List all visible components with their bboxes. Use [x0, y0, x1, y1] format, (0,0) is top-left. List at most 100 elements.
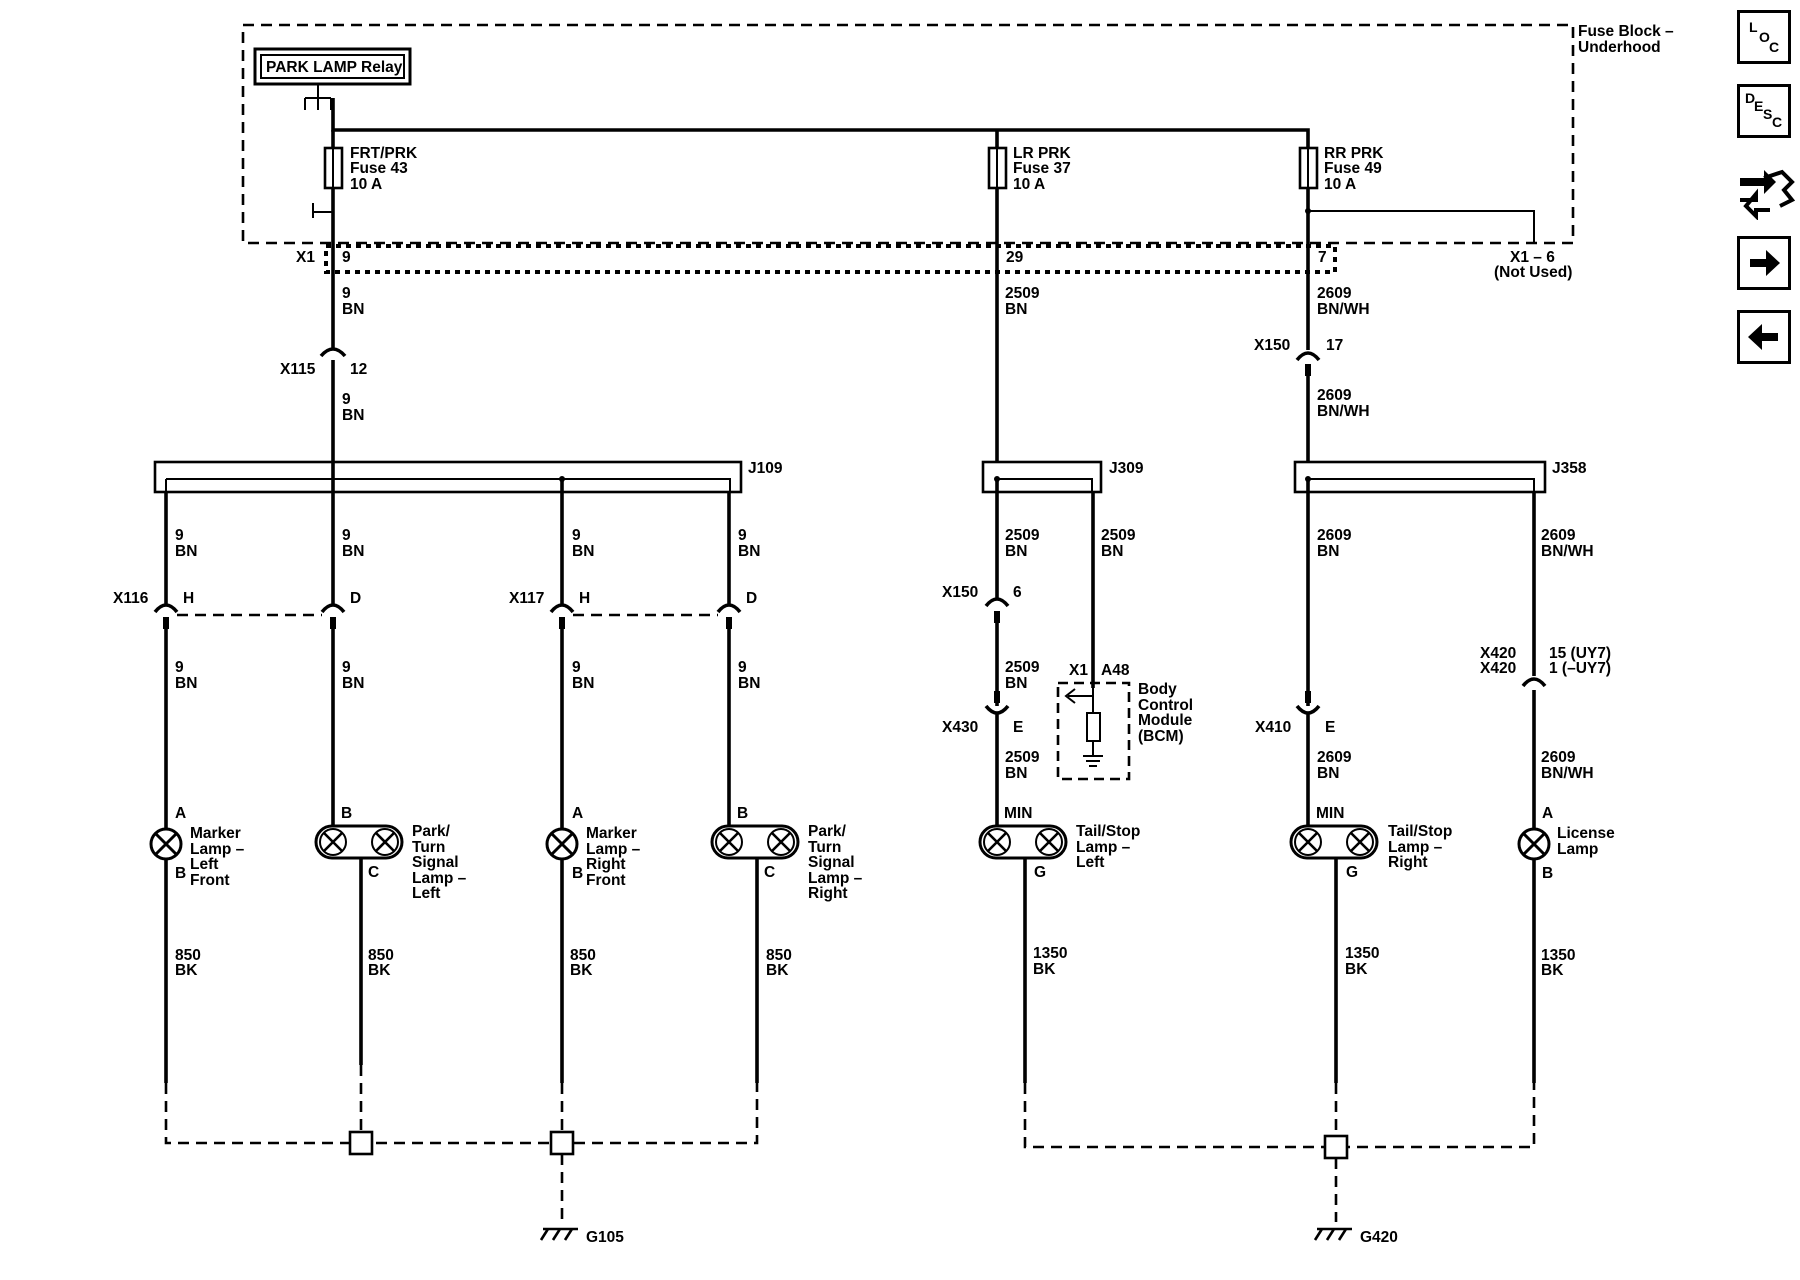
bcm-name-4: (BCM): [1138, 728, 1184, 745]
ml-name-1: Marker: [190, 825, 241, 842]
pl-name-2: Turn: [412, 839, 445, 856]
fuse-43-name: FRT/PRK: [350, 145, 418, 162]
x115-pin: 12: [350, 361, 367, 378]
g2-circuit: 850: [368, 947, 394, 964]
x410-pin: E: [1325, 719, 1335, 736]
wire-9-circuit-label-2: 9: [342, 391, 351, 408]
j109-label: J109: [748, 460, 783, 477]
b3-circuit: 9: [572, 527, 581, 544]
g4-color: BK: [766, 962, 789, 979]
desc-icon-letter-3: S: [1763, 106, 1772, 122]
fuse-block-label-2: Underhood: [1578, 39, 1661, 56]
x150-top-label: X150: [1254, 337, 1290, 354]
bcm-box: [1056, 681, 1131, 781]
x150-mid-label: X150: [942, 584, 978, 601]
b3-color: BN: [572, 543, 594, 560]
x1-6-not-used-wire: [1308, 210, 1535, 243]
mr-name-2: Lamp –: [586, 841, 641, 858]
pr-pin-c: C: [764, 864, 775, 881]
ml-name-3: Left: [190, 856, 218, 873]
lf4-color: BN: [738, 675, 760, 692]
w2609-lic-color: BN/WH: [1541, 765, 1594, 782]
x1-6-label: X1 – 6: [1510, 249, 1555, 266]
x117-label: X117: [509, 590, 544, 607]
w1350-l-color: BK: [1033, 961, 1056, 978]
ml-pin-b: B: [175, 865, 186, 882]
desc-button[interactable]: D E S C: [1737, 84, 1791, 138]
tail-stop-lamp-right: [1289, 824, 1379, 860]
tl-pin-min: MIN: [1004, 805, 1032, 822]
wire-1350-right: [1334, 858, 1536, 1083]
mr-pin-a: A: [572, 805, 583, 822]
x1-pin-29: 29: [1006, 249, 1024, 266]
g420-label: G420: [1360, 1229, 1398, 1246]
marker-lamp-right-front: [545, 827, 579, 861]
b2-color: BN: [342, 543, 364, 560]
g105-label: G105: [586, 1229, 624, 1246]
w1350-l-circuit: 1350: [1033, 945, 1067, 962]
pr-pin-b: B: [737, 805, 748, 822]
j309-b2-circuit: 2509: [1101, 527, 1136, 544]
wire-9-color-label: BN: [342, 301, 364, 318]
x420-label-2: X420: [1480, 660, 1516, 677]
lf1-circuit: 9: [175, 659, 184, 676]
pr-name-3: Signal: [808, 854, 855, 871]
x420-connector: [1521, 677, 1547, 688]
fuse-bus: [331, 98, 1310, 148]
w2609-color: BN/WH: [1317, 301, 1370, 318]
g420-ground-symbol: [1313, 1227, 1352, 1241]
desc-icon-letter-2: E: [1754, 98, 1763, 114]
fuse-43-number: Fuse 43: [350, 160, 408, 177]
fuse-49-name: RR PRK: [1324, 145, 1384, 162]
connector-views-button[interactable]: [1734, 160, 1796, 221]
pr-name-1: Park/: [808, 823, 847, 840]
relay-contact: [304, 84, 332, 110]
x410-label: X410: [1255, 719, 1291, 736]
ground-splice-2: [549, 1130, 575, 1156]
loc-icon-letter-1: L: [1749, 19, 1758, 35]
loc-icon: L O C: [1749, 19, 1779, 55]
w2509-mid-circuit: 2509: [1005, 659, 1040, 676]
prev-arrow-icon: [1748, 324, 1778, 350]
w2609-2-color: BN/WH: [1317, 403, 1370, 420]
w1350-lic-color: BK: [1541, 962, 1564, 979]
w2609-circuit: 2609: [1317, 285, 1352, 302]
j358-b1-color: BN: [1317, 543, 1339, 560]
x116-x117-connectors: [153, 603, 742, 614]
x420-label-1: X420: [1480, 645, 1516, 662]
lf1-color: BN: [175, 675, 197, 692]
x115-label: X115: [280, 361, 316, 378]
mr-pin-b: B: [572, 865, 583, 882]
lf3-circuit: 9: [572, 659, 581, 676]
j358-label: J358: [1552, 460, 1587, 477]
tr-name-1: Tail/Stop: [1388, 823, 1452, 840]
fuse-37-name: LR PRK: [1013, 145, 1072, 162]
j309-b2-color: BN: [1101, 543, 1123, 560]
desc-icon-letter-1: D: [1745, 90, 1755, 106]
j109-wire-labels: 9 BN 9 BN 9 BN 9 BN: [175, 527, 760, 560]
tl-name-1: Tail/Stop: [1076, 823, 1140, 840]
mr-name-3: Right: [586, 856, 626, 873]
w2609-2-circuit: 2609: [1317, 387, 1352, 404]
loc-button[interactable]: L O C: [1737, 10, 1791, 64]
next-page-button[interactable]: [1737, 236, 1791, 290]
marker-lamp-left-front: [149, 827, 183, 861]
tail-stop-lamp-left: [978, 824, 1068, 860]
pr-name-5: Right: [808, 885, 848, 902]
lic-pin-a: A: [1542, 805, 1553, 822]
pl-name-4: Lamp –: [412, 870, 467, 887]
ground-wire-labels-left: 850 BK 850 BK 850 BK 850 BK: [175, 947, 792, 979]
x1-6-note: (Not Used): [1494, 264, 1572, 281]
previous-page-button[interactable]: [1737, 310, 1791, 364]
bcm-input: [1064, 688, 1094, 713]
x410-connector: [1295, 704, 1321, 715]
w2509-low-color: BN: [1005, 765, 1027, 782]
g1-circuit: 850: [175, 947, 201, 964]
w2509-color: BN: [1005, 301, 1027, 318]
g2-color: BK: [368, 962, 391, 979]
fuse-49-amps: 10 A: [1324, 176, 1356, 193]
tl-name-2: Lamp –: [1076, 839, 1131, 856]
pl-name-5: Left: [412, 885, 440, 902]
fuse-49-number: Fuse 49: [1324, 160, 1382, 177]
b1-color: BN: [175, 543, 197, 560]
